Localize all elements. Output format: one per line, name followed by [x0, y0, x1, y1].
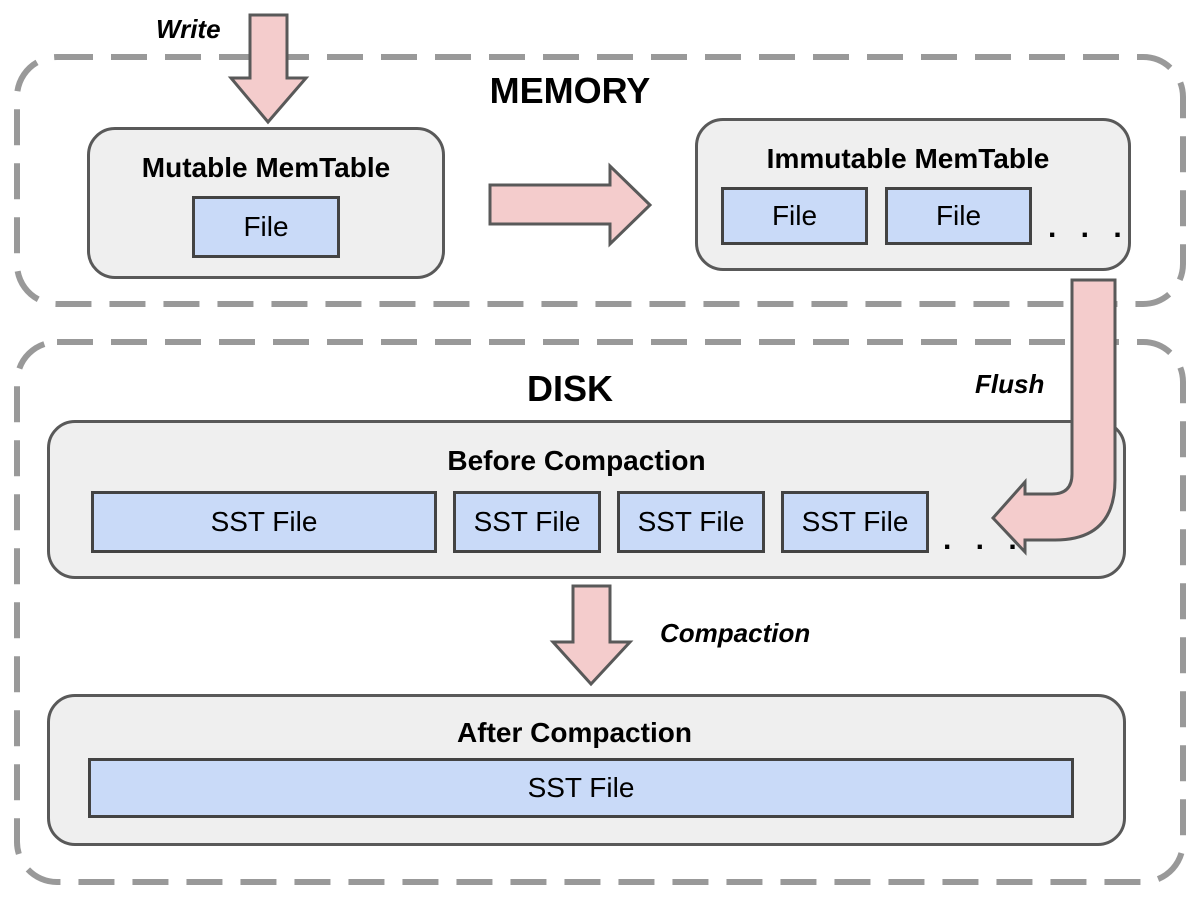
compaction-arrow: [549, 584, 634, 687]
before-compaction-sst-file-1: SST File: [91, 491, 437, 553]
memory-region-border: [14, 54, 1186, 307]
memory-region-label: MEMORY: [489, 70, 651, 111]
disk-region-border: [14, 339, 1186, 885]
before-compaction-sst-file-4: SST File: [781, 491, 929, 553]
flush-arrow: [990, 278, 1117, 556]
before-compaction-sst-file-2: SST File: [453, 491, 601, 553]
immutable-memtable-file-2: File: [885, 187, 1032, 245]
after-compaction-sst-file: SST File: [88, 758, 1074, 818]
flush-label: Flush: [975, 369, 1045, 399]
memtable-to-immutable-arrow: [488, 162, 653, 248]
immutable-memtable-ellipsis: . . .: [1048, 211, 1130, 244]
write-label: Write: [156, 14, 221, 44]
mutable-memtable-title: Mutable MemTable: [141, 152, 391, 183]
after-compaction-title: After Compaction: [457, 717, 692, 748]
after-compaction-panel: After Compaction SST File: [47, 694, 1126, 846]
immutable-memtable-title: Immutable MemTable: [766, 143, 1050, 174]
before-compaction-panel: Before Compaction SST File SST File SST …: [47, 420, 1126, 579]
mutable-memtable-file: File: [192, 196, 340, 258]
before-compaction-title: Before Compaction: [447, 445, 706, 476]
disk-region-label: DISK: [526, 368, 613, 409]
mutable-memtable-panel: Mutable MemTable File: [87, 127, 445, 279]
compaction-label: Compaction: [660, 618, 811, 648]
immutable-memtable-panel: Immutable MemTable File File . . .: [695, 118, 1131, 271]
write-arrow: [227, 13, 310, 125]
before-compaction-sst-file-3: SST File: [617, 491, 765, 553]
immutable-memtable-file-1: File: [721, 187, 868, 245]
